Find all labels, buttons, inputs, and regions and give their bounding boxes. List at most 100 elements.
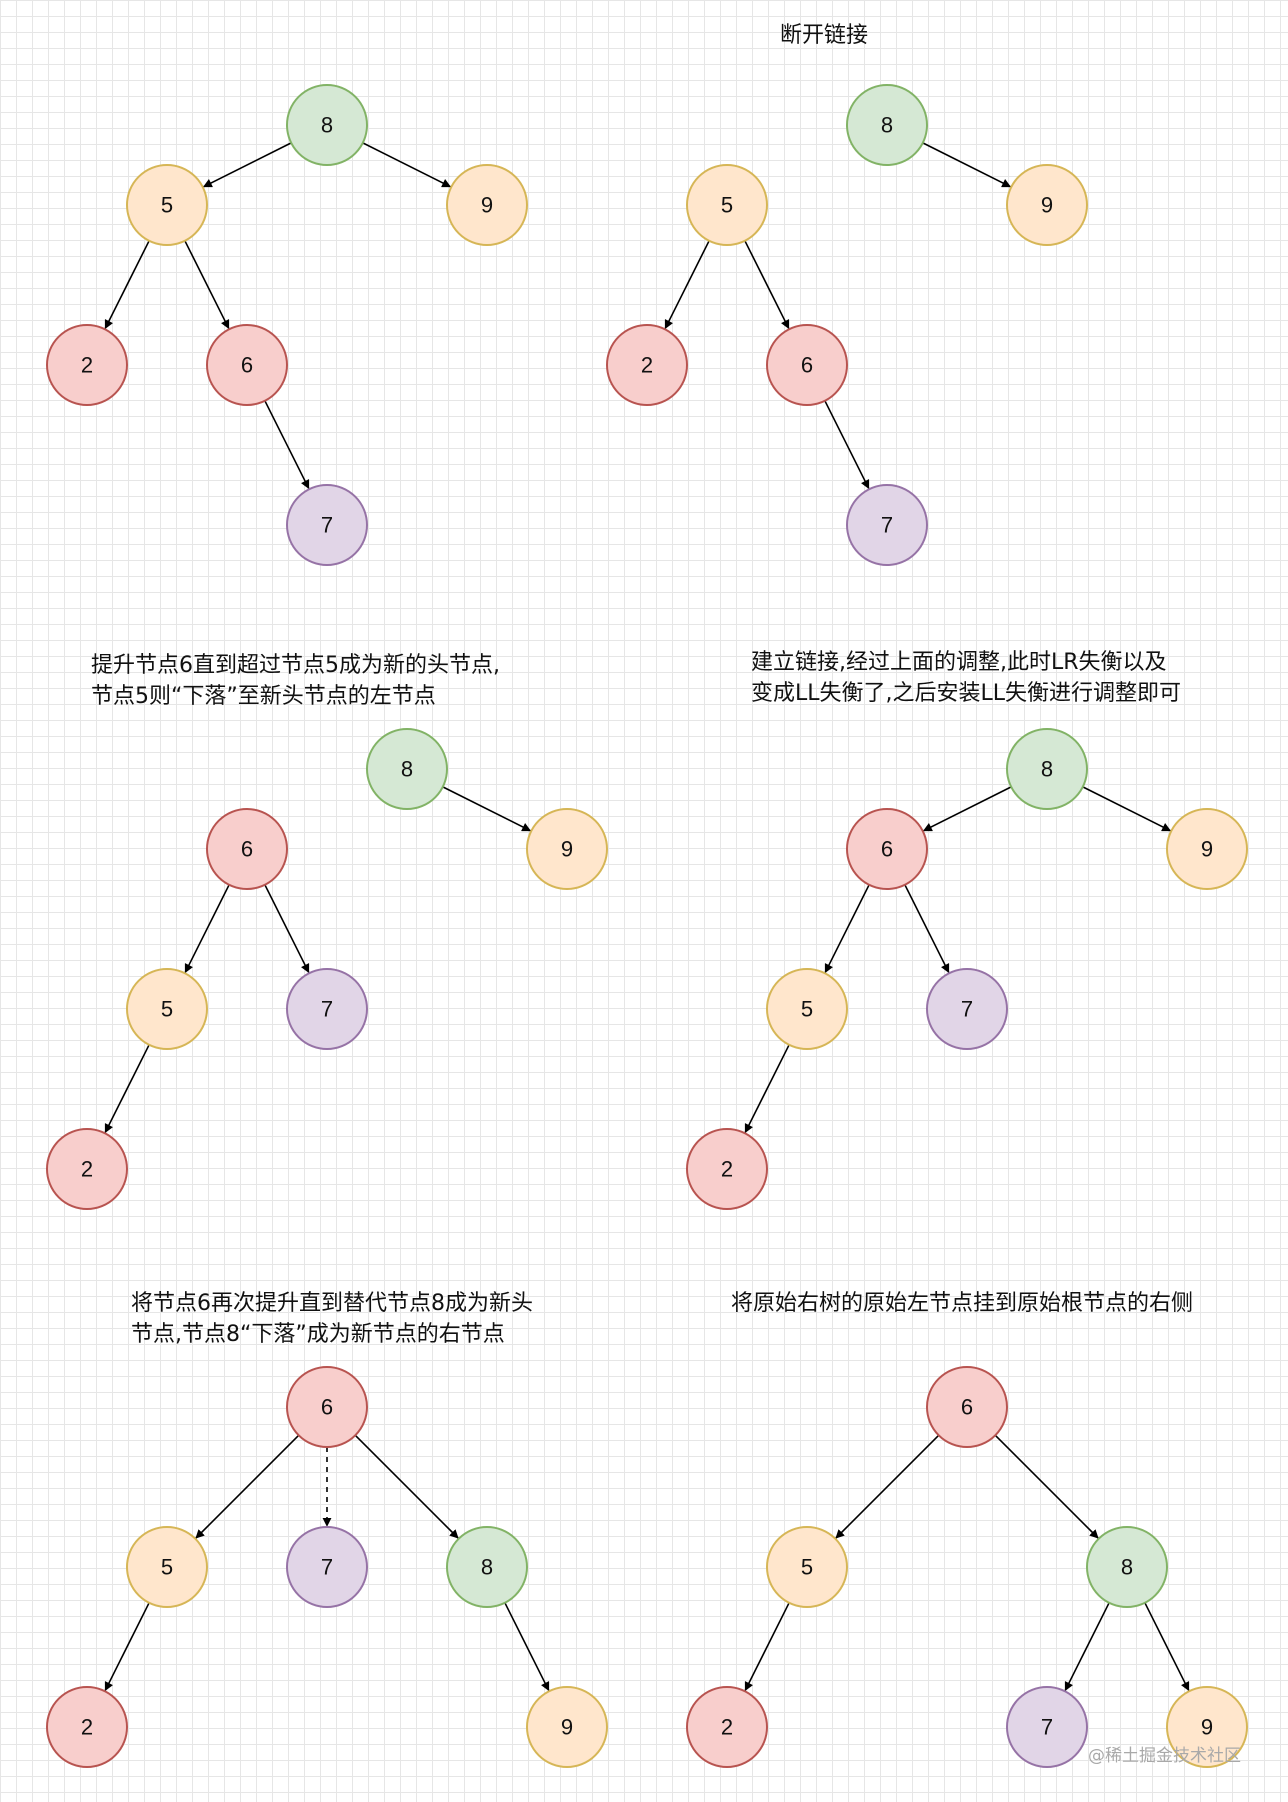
- node-2: 2: [46, 1686, 128, 1768]
- caption-line: 节点5则“下落”至新头节点的左节点: [91, 684, 436, 709]
- node-8: 8: [286, 84, 368, 166]
- edge-8-to-6: [922, 786, 1012, 832]
- edge-6-to-5: [184, 884, 230, 974]
- edge-6-to-7: [824, 400, 870, 490]
- node-label: 8: [321, 113, 333, 138]
- edge-8-to-9: [504, 1602, 550, 1692]
- caption-line: 变成LL失衡了,之后安装LL失衡进行调整即可: [751, 681, 1182, 706]
- node-6: 6: [206, 324, 288, 406]
- tree-panel-5-nodes: 6 5 7 8 2 9: [46, 1366, 608, 1768]
- edge-8-to-9: [1144, 1602, 1190, 1692]
- node-circle: [286, 1366, 368, 1448]
- edge-8-to-9: [442, 786, 532, 832]
- node-circle: [46, 1686, 128, 1768]
- node-5: 5: [126, 164, 208, 246]
- caption-line: 提升节点6直到超过节点5成为新的头节点,: [91, 653, 500, 678]
- node-7: 7: [286, 1526, 368, 1608]
- node-label: 2: [721, 1715, 733, 1740]
- node-circle: [46, 1128, 128, 1210]
- node-label: 8: [881, 113, 893, 138]
- node-6: 6: [766, 324, 848, 406]
- node-label: 6: [801, 353, 813, 378]
- caption-panel-4: 建立链接,经过上面的调整,此时LR失衡以及 变成LL失衡了,之后安装LL失衡进行…: [751, 647, 1181, 709]
- node-circle: [286, 968, 368, 1050]
- node-label: 5: [161, 193, 173, 218]
- node-label: 7: [321, 1555, 333, 1580]
- node-label: 2: [81, 353, 93, 378]
- node-circle: [766, 1526, 848, 1608]
- caption-panel-2: 断开链接: [780, 20, 868, 51]
- node-circle: [846, 484, 928, 566]
- caption-line: 将节点6再次提升直到替代节点8成为新头: [131, 1291, 533, 1316]
- node-7: 7: [1006, 1686, 1088, 1768]
- node-circle: [846, 808, 928, 890]
- node-label: 6: [321, 1395, 333, 1420]
- node-label: 9: [481, 193, 493, 218]
- node-label: 5: [721, 193, 733, 218]
- node-label: 5: [801, 997, 813, 1022]
- node-circle: [1166, 808, 1248, 890]
- node-label: 8: [1041, 757, 1053, 782]
- node-8: 8: [366, 728, 448, 810]
- node-circle: [766, 968, 848, 1050]
- edge-6-to-5: [195, 1434, 300, 1539]
- edge-8-to-9: [922, 142, 1012, 188]
- node-6: 6: [286, 1366, 368, 1448]
- node-label: 6: [881, 837, 893, 862]
- node-circle: [286, 484, 368, 566]
- node-7: 7: [286, 484, 368, 566]
- node-5: 5: [766, 968, 848, 1050]
- node-6: 6: [926, 1366, 1008, 1448]
- node-circle: [926, 968, 1008, 1050]
- node-8: 8: [1086, 1526, 1168, 1608]
- node-circle: [206, 324, 288, 406]
- edge-5-to-2: [104, 1044, 150, 1134]
- tree-panel-6: [744, 1434, 1190, 1692]
- node-8: 8: [1006, 728, 1088, 810]
- node-circle: [206, 808, 288, 890]
- node-label: 8: [481, 1555, 493, 1580]
- node-5: 5: [686, 164, 768, 246]
- node-7: 7: [926, 968, 1008, 1050]
- edge-8-to-9: [1082, 786, 1172, 832]
- node-circle: [286, 1526, 368, 1608]
- node-circle: [846, 84, 928, 166]
- node-7: 7: [846, 484, 928, 566]
- node-label: 6: [241, 837, 253, 862]
- node-circle: [1006, 728, 1088, 810]
- node-label: 8: [1121, 1555, 1133, 1580]
- node-label: 9: [561, 1715, 573, 1740]
- node-circle: [686, 1128, 768, 1210]
- node-label: 5: [161, 1555, 173, 1580]
- node-circle: [606, 324, 688, 406]
- node-circle: [1086, 1526, 1168, 1608]
- node-7: 7: [286, 968, 368, 1050]
- node-label: 5: [161, 997, 173, 1022]
- node-circle: [126, 1526, 208, 1608]
- edge-6-to-8: [354, 1434, 459, 1539]
- node-label: 7: [321, 997, 333, 1022]
- caption-panel-5: 将节点6再次提升直到替代节点8成为新头 节点,节点8“下落”成为新节点的右节点: [131, 1288, 533, 1350]
- node-label: 5: [801, 1555, 813, 1580]
- edge-6-to-5: [824, 884, 870, 974]
- node-circle: [766, 324, 848, 406]
- node-circle: [686, 1686, 768, 1768]
- caption-panel-3: 提升节点6直到超过节点5成为新的头节点, 节点5则“下落”至新头节点的左节点: [91, 650, 500, 712]
- node-circle: [126, 968, 208, 1050]
- edges-layer: [104, 142, 1190, 1692]
- node-circle: [286, 84, 368, 166]
- node-circle: [1006, 164, 1088, 246]
- node-2: 2: [46, 1128, 128, 1210]
- node-9: 9: [1166, 1686, 1248, 1768]
- node-2: 2: [686, 1686, 768, 1768]
- node-label: 8: [401, 757, 413, 782]
- edge-5-to-2: [104, 240, 150, 330]
- tree-panel-5: [104, 1434, 550, 1692]
- edge-8-to-9: [362, 142, 452, 188]
- node-9: 9: [1166, 808, 1248, 890]
